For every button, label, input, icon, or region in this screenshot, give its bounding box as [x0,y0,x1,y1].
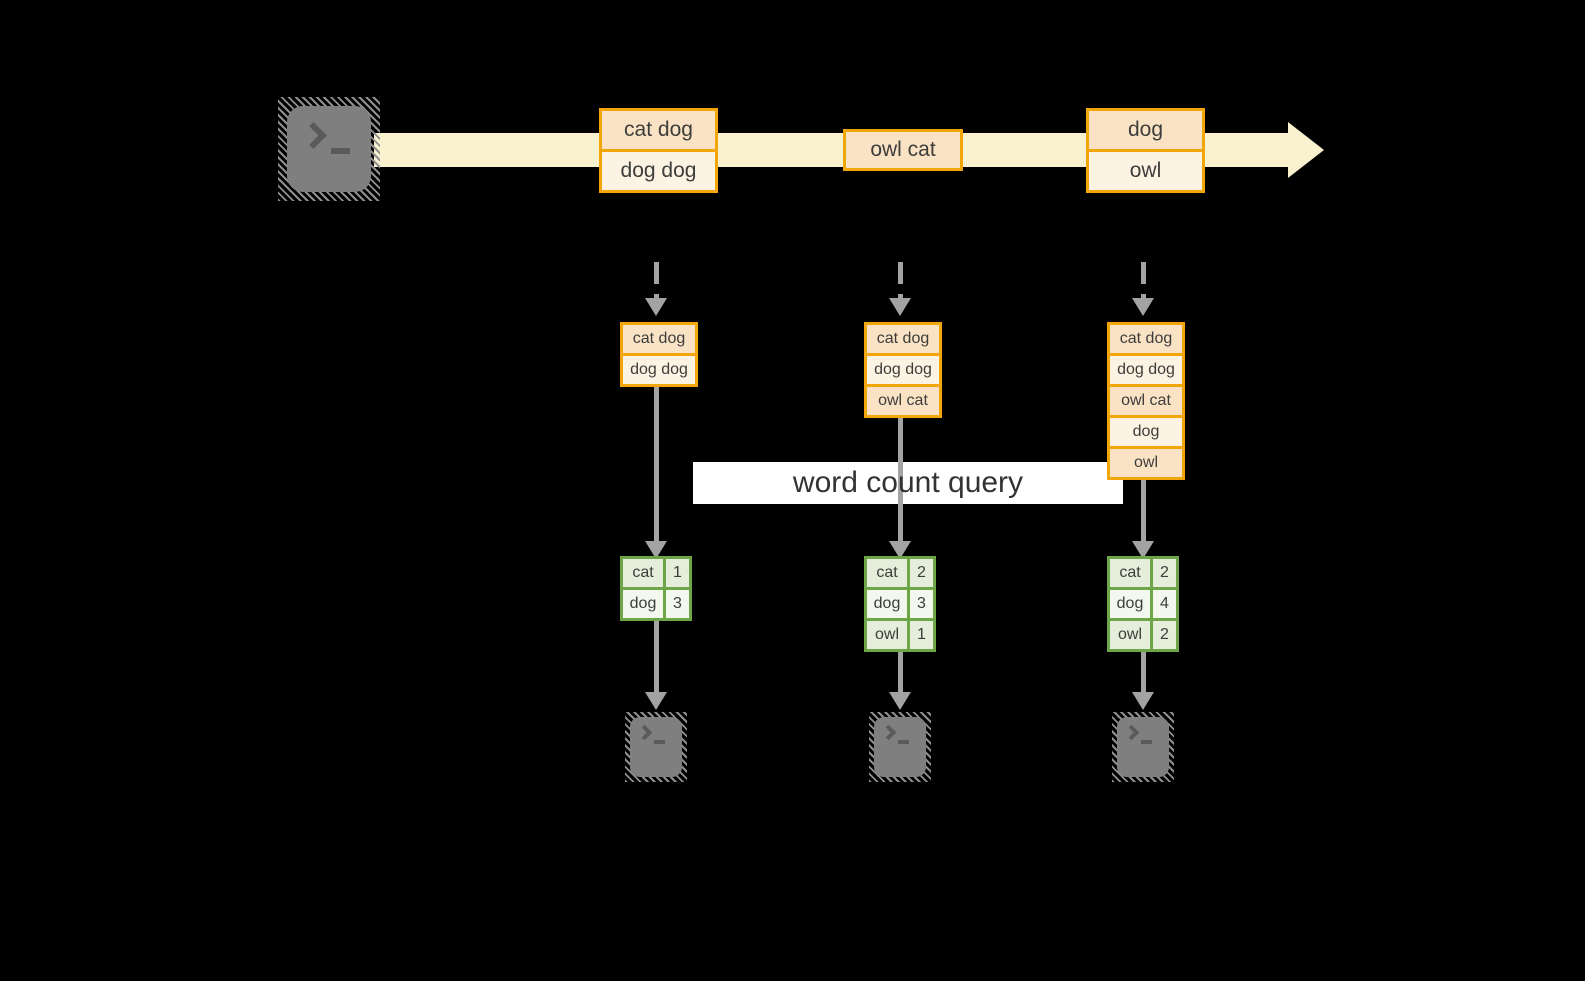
ingest-arrow-col3 [1141,262,1146,298]
buffered-event-cell: dog dog [623,356,695,384]
buffered-events-box-col1: cat dog dog dog [620,322,698,387]
buffered-event-cell: dog dog [867,356,939,384]
word-cell: cat [1110,559,1150,587]
ingest-arrowhead-col1 [645,298,667,316]
buffered-events-box-col3: cat dog dog dog owl cat dog owl [1107,322,1185,480]
stream-event-cell: owl [1089,152,1202,190]
buffered-event-cell: owl cat [1110,387,1182,415]
buffered-event-cell: dog dog [1110,356,1182,384]
output-arrow-col2 [898,650,903,692]
query-arrow-col1 [654,383,659,541]
word-cell: dog [1110,590,1150,618]
stream-event-box-1: cat dog dog dog [599,108,718,193]
buffered-event-cell: cat dog [623,325,695,353]
table-row: dog 4 [1110,590,1176,618]
sink-terminal-icon-1 [625,712,687,782]
terminal-body [874,717,926,777]
query-arrowhead-col1 [645,541,667,559]
terminal-prompt-chevron-icon [880,724,897,741]
buffered-event-cell: owl [1110,449,1182,477]
output-arrowhead-col2 [889,692,911,710]
query-arrowhead-col2 [889,541,911,559]
terminal-body [287,106,371,192]
stream-event-cell: cat dog [602,111,715,149]
query-arrowhead-col3 [1132,541,1154,559]
stream-event-cell: owl cat [846,132,960,168]
count-cell: 2 [1153,621,1176,649]
count-cell: 2 [1153,559,1176,587]
table-row: dog 3 [623,590,689,618]
count-cell: 1 [666,559,689,587]
output-arrow-col1 [654,619,659,692]
terminal-cursor-icon [331,148,350,154]
query-label-box [693,462,1123,504]
event-stream-arrowhead [1288,122,1324,178]
source-terminal-icon [278,97,380,201]
word-cell: dog [623,590,663,618]
output-arrow-col3 [1141,650,1146,692]
buffered-event-cell: cat dog [1110,325,1182,353]
terminal-prompt-chevron-icon [1123,724,1140,741]
table-row: dog 3 [867,590,933,618]
wordcount-table-col3: cat 2 dog 4 owl 2 [1107,556,1179,652]
ingest-arrowhead-col3 [1132,298,1154,316]
ingest-arrow-col1 [654,262,659,298]
output-arrowhead-col3 [1132,692,1154,710]
terminal-cursor-icon [898,740,909,744]
count-cell: 1 [910,621,933,649]
sink-terminal-icon-3 [1112,712,1174,782]
count-cell: 3 [666,590,689,618]
word-cell: cat [623,559,663,587]
table-row: owl 2 [1110,621,1176,649]
count-cell: 4 [1153,590,1176,618]
stream-event-box-2: owl cat [843,129,963,171]
terminal-body [1117,717,1169,777]
buffered-event-cell: cat dog [867,325,939,353]
table-row: cat 1 [623,559,689,587]
count-cell: 3 [910,590,933,618]
terminal-prompt-chevron-icon [300,122,327,149]
stream-event-cell: dog [1089,111,1202,149]
stream-event-box-3: dog owl [1086,108,1205,193]
wordcount-table-col1: cat 1 dog 3 [620,556,692,621]
terminal-cursor-icon [654,740,665,744]
query-arrow-col2 [898,414,903,541]
output-arrowhead-col1 [645,692,667,710]
buffered-events-box-col2: cat dog dog dog owl cat [864,322,942,418]
word-cell: dog [867,590,907,618]
sink-terminal-icon-2 [869,712,931,782]
terminal-prompt-chevron-icon [636,724,653,741]
terminal-cursor-icon [1141,740,1152,744]
table-row: owl 1 [867,621,933,649]
ingest-arrowhead-col2 [889,298,911,316]
word-cell: owl [867,621,907,649]
ingest-arrow-col2 [898,262,903,298]
word-cell: cat [867,559,907,587]
count-cell: 2 [910,559,933,587]
word-cell: owl [1110,621,1150,649]
stream-event-cell: dog dog [602,152,715,190]
table-row: cat 2 [867,559,933,587]
wordcount-table-col2: cat 2 dog 3 owl 1 [864,556,936,652]
query-label-text: word count query [792,466,1024,499]
buffered-event-cell: owl cat [867,387,939,415]
buffered-event-cell: dog [1110,418,1182,446]
query-arrow-col3 [1141,476,1146,541]
table-row: cat 2 [1110,559,1176,587]
terminal-body [630,717,682,777]
